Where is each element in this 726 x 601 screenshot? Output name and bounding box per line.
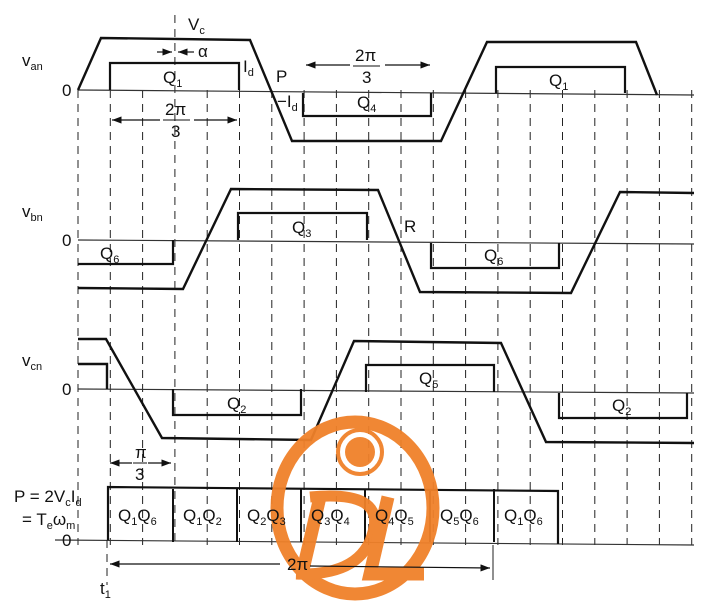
vcn-zero-axis bbox=[77, 388, 695, 394]
watermark-letter-d bbox=[295, 495, 327, 576]
p-label: P bbox=[276, 67, 287, 86]
alpha-label: α bbox=[198, 42, 208, 61]
vc-label: Vc bbox=[188, 15, 205, 37]
bottom-span-arrow-right bbox=[309, 564, 491, 572]
neg-id-label: −Id bbox=[277, 92, 298, 114]
pi3-denominator: 3 bbox=[135, 465, 144, 484]
vbn-label: vbn bbox=[22, 202, 43, 224]
pulse-label-q1-a: Q1 bbox=[163, 68, 182, 90]
van-zero-axis bbox=[77, 89, 695, 96]
vcn-initial-step bbox=[78, 362, 109, 389]
power-segment-label: Q1Q6 bbox=[118, 506, 157, 528]
pulse-label-q5: Q5 bbox=[419, 369, 438, 391]
t1-label: t1 bbox=[100, 579, 111, 601]
pulse-q6-a bbox=[78, 240, 175, 266]
grid-lines bbox=[77, 15, 693, 545]
pulse-q6-b bbox=[429, 243, 561, 270]
pulse-q4 bbox=[301, 93, 433, 118]
vbn-waveform bbox=[77, 187, 695, 295]
van-zero: 0 bbox=[62, 81, 71, 100]
power-segment-label: Q3Q4 bbox=[311, 506, 350, 528]
power-envelope bbox=[106, 485, 560, 544]
pulse-q5 bbox=[364, 363, 496, 392]
power-segment-label: Q1Q2 bbox=[183, 506, 222, 528]
power-segment-label: Q1Q6 bbox=[504, 506, 543, 528]
pulse-label-q2-a: Q2 bbox=[227, 394, 246, 416]
power-formula-line1: P = 2VcId bbox=[14, 487, 82, 509]
pulse-label-q2-b: Q2 bbox=[612, 396, 631, 418]
power-zero: 0 bbox=[62, 531, 71, 550]
power-segment-labels: Q1Q6 Q1Q2 Q2Q3 Q3Q4 Q4Q5 Q5Q6 Q1Q6 bbox=[118, 506, 543, 528]
pulse-label-q4: Q4 bbox=[357, 93, 376, 115]
power-segment-label: Q5Q6 bbox=[440, 506, 479, 528]
power-segment-label: Q2Q3 bbox=[247, 506, 286, 528]
pulse-label-q6-a: Q6 bbox=[100, 244, 119, 266]
vcn-waveform bbox=[78, 337, 695, 445]
van-label: van bbox=[22, 51, 43, 73]
pulse-q2-b bbox=[557, 393, 689, 420]
power-formula-line2: = Teωm bbox=[22, 510, 75, 532]
bottom-span-label: 2π bbox=[287, 555, 308, 574]
vbn-zero-axis bbox=[77, 239, 695, 245]
span-2pi: 2π bbox=[355, 46, 376, 65]
vbn-zero: 0 bbox=[62, 231, 71, 250]
pulse-q3 bbox=[236, 211, 369, 240]
id-label: Id bbox=[243, 57, 254, 79]
pulse-q1-a bbox=[108, 61, 241, 90]
dl-watermark-logo bbox=[270, 415, 440, 601]
span-3: 3 bbox=[171, 122, 180, 141]
pulse-label-q6-b: Q6 bbox=[484, 246, 503, 268]
vcn-label: vcn bbox=[22, 351, 42, 373]
vcn-zero: 0 bbox=[62, 380, 71, 399]
pulse-label-q3: Q3 bbox=[292, 218, 311, 240]
van-waveform bbox=[76, 36, 659, 143]
r-label: R bbox=[404, 217, 416, 236]
watermark-letter-l bbox=[361, 495, 424, 581]
pi-label: π bbox=[135, 443, 147, 462]
span-2pi: 2π bbox=[165, 100, 186, 119]
span-3: 3 bbox=[362, 68, 371, 87]
pulse-q2-a bbox=[171, 389, 303, 417]
pulse-label-q1-b: Q1 bbox=[549, 71, 568, 93]
power-segment-label: Q4Q5 bbox=[375, 506, 414, 528]
pulse-q1-b bbox=[494, 65, 627, 93]
